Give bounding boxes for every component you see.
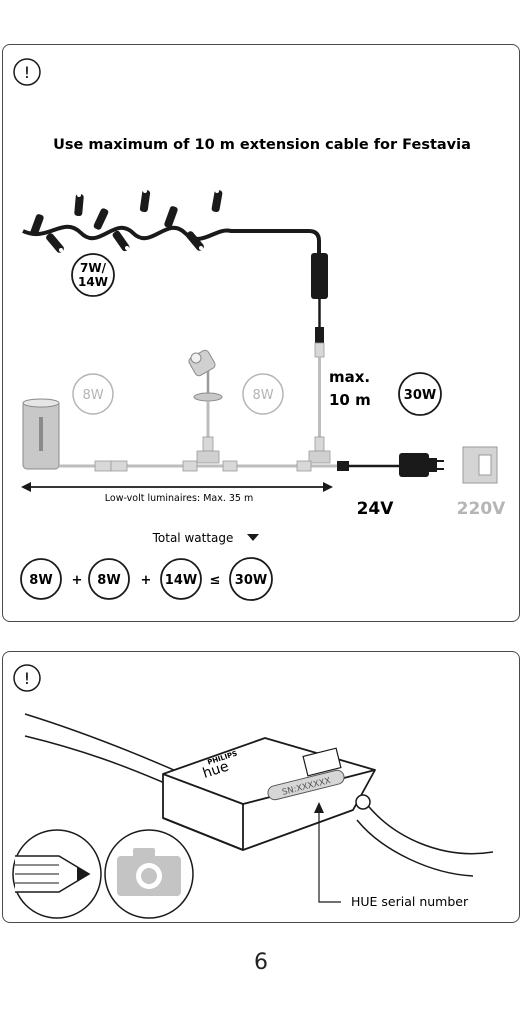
page-number: 6 [254,950,268,975]
festavia-wattage-badge: 7W/ 14W [71,253,115,297]
psu-wattage-badge: 30W [398,372,442,416]
svg-text:8W: 8W [97,573,120,588]
festavia-wiring-diagram: ! Use maximum of 10 m extension cable fo… [13,58,506,601]
input-cable [24,713,494,877]
extension-cable [308,342,331,464]
svg-text:14W: 14W [78,275,108,289]
run-length-arrow [21,482,333,492]
luminaire2-wattage-badge: 8W [242,373,284,415]
caret-down-icon [247,534,259,541]
bollard-luminaire [22,398,60,470]
equation-term-2: 8W [88,558,130,600]
warning-icon: ! [13,58,41,86]
hue-power-supply-illustration: ! SN:XXXXXX PHILIPS hue HUE serial [12,664,494,919]
svg-text:7W/: 7W/ [80,261,107,275]
pencil-icon [12,829,102,919]
wattage-equation: 8W + 8W + 14W ≤ 30W [20,557,273,601]
low-voltage-label: 24V [357,499,395,519]
max-label: max. [329,368,370,386]
run-length-label: Low-volt luminaires: Max. 35 m [105,493,254,504]
serial-callout [314,802,341,903]
power-supply-box: SN:XXXXXX PHILIPS hue [162,737,376,851]
svg-text:30W: 30W [404,388,436,403]
festavia-driver [311,253,328,343]
svg-text:8W: 8W [82,388,103,403]
max-length-label: 10 m [329,391,371,409]
serial-callout-label: HUE serial number [351,894,469,909]
warning-icon: ! [13,664,41,692]
panel-title: Use maximum of 10 m extension cable for … [53,137,471,153]
less-equal-sign: ≤ [210,573,221,588]
low-volt-cable [59,460,399,472]
equation-result: 30W [229,557,273,601]
equation-term-1: 8W [20,558,62,600]
plus-sign: + [72,573,83,588]
luminaire1-wattage-badge: 8W [72,373,114,415]
svg-text:8W: 8W [252,388,273,403]
festavia-string-lights [22,189,321,253]
svg-text:!: ! [24,669,30,688]
power-supply-plug [399,453,444,477]
product-label: hue [201,759,231,782]
svg-text:30W: 30W [235,573,267,588]
spot-luminaire [188,349,223,464]
plus-sign: + [141,573,152,588]
svg-text:14W: 14W [165,573,197,588]
serial-number-panel: ! SN:XXXXXX PHILIPS hue HUE serial [2,651,520,923]
equation-term-3: 14W [160,558,202,600]
cable-length-panel: ! Use maximum of 10 m extension cable fo… [2,44,520,622]
warning-symbol: ! [24,63,30,82]
mains-voltage-label: 220V [457,499,506,519]
wall-socket-icon [462,446,498,484]
svg-text:8W: 8W [29,573,52,588]
camera-icon [104,829,194,919]
total-wattage-label: Total wattage [152,531,234,545]
